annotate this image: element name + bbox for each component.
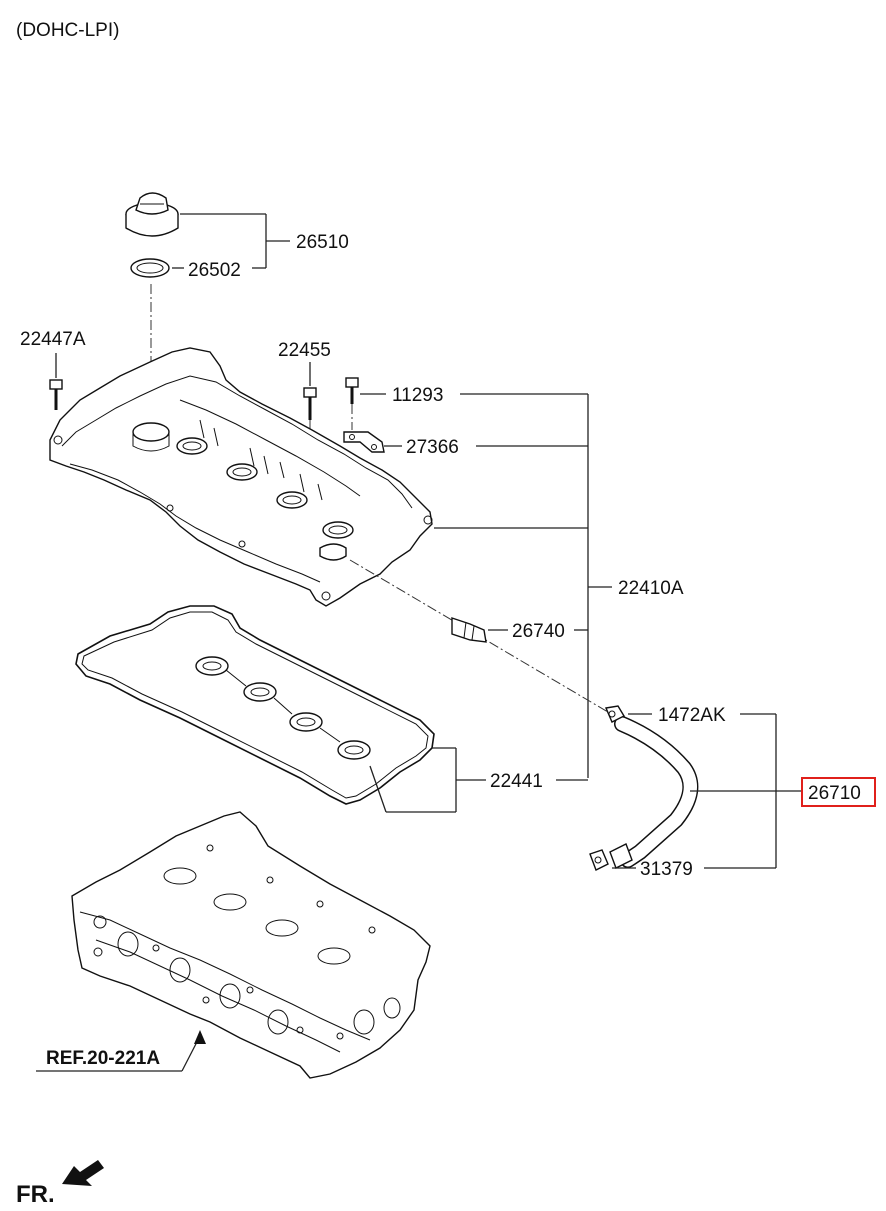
leader-26510-bracket bbox=[180, 213, 290, 269]
bolt-22455[interactable] bbox=[303, 387, 317, 420]
leader-22410A-bracket bbox=[434, 393, 612, 778]
bolt-22447A[interactable] bbox=[49, 379, 63, 410]
label-26510[interactable]: 26510 bbox=[296, 232, 349, 253]
label-26740[interactable]: 26740 bbox=[512, 621, 565, 642]
label-1472AK[interactable]: 1472AK bbox=[658, 705, 726, 726]
oil-filler-cap[interactable] bbox=[125, 192, 179, 237]
plug-seal-3 bbox=[289, 712, 323, 732]
pcv-valve-26740[interactable] bbox=[451, 617, 487, 643]
plug-well-1 bbox=[176, 437, 208, 455]
label-27366[interactable]: 27366 bbox=[406, 437, 459, 458]
label-26502[interactable]: 26502 bbox=[188, 260, 241, 281]
plug-seal-4 bbox=[337, 740, 371, 760]
front-orientation-label: FR. bbox=[16, 1181, 55, 1208]
label-11293[interactable]: 11293 bbox=[392, 385, 443, 406]
plug-well-2 bbox=[226, 463, 258, 481]
highlight-box-26710 bbox=[801, 777, 876, 807]
rocker-cover[interactable] bbox=[49, 347, 433, 607]
filler-cap-gasket[interactable] bbox=[130, 258, 170, 278]
breather-hose-26710[interactable] bbox=[609, 716, 699, 869]
engine-variant-title: (DOHC-LPI) bbox=[16, 20, 119, 41]
label-22410A[interactable]: 22410A bbox=[618, 578, 684, 599]
label-22455[interactable]: 22455 bbox=[278, 340, 331, 361]
label-31379[interactable]: 31379 bbox=[640, 859, 693, 880]
leader-26710-bracket bbox=[690, 713, 802, 869]
label-26710[interactable]: 26710 bbox=[808, 783, 861, 804]
label-22447A[interactable]: 22447A bbox=[20, 329, 86, 350]
leader-22441-bracket bbox=[369, 747, 588, 813]
hose-clamp-31379[interactable] bbox=[589, 849, 609, 871]
leader-reference bbox=[36, 1030, 206, 1072]
plug-well-3 bbox=[276, 491, 308, 509]
reference-label[interactable]: REF.20-221A bbox=[46, 1048, 160, 1069]
label-22441[interactable]: 22441 bbox=[490, 771, 543, 792]
bracket-27366[interactable] bbox=[343, 431, 385, 453]
plug-well-4 bbox=[322, 521, 354, 539]
bolt-11293[interactable] bbox=[345, 377, 359, 404]
front-arrow-icon bbox=[62, 1160, 104, 1186]
plug-seal-2 bbox=[243, 682, 277, 702]
rocker-cover-gasket[interactable] bbox=[75, 605, 435, 805]
hose-clamp-1472AK[interactable] bbox=[605, 705, 625, 723]
plug-seal-1 bbox=[195, 656, 229, 676]
cylinder-head bbox=[71, 811, 431, 1079]
